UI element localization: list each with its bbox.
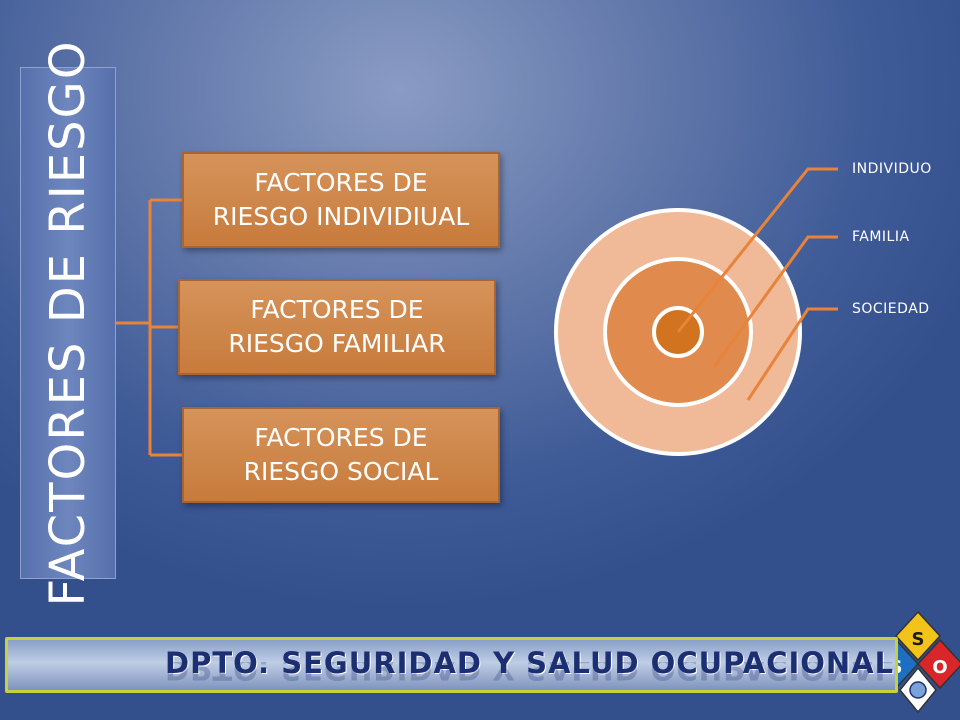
footer-banner — [5, 637, 898, 693]
label-familia: FAMILIA — [852, 229, 910, 245]
box-riesgo-individual: FACTORES DE RIESGO INDIVIDIUAL — [182, 152, 500, 248]
box-riesgo-individual-line1: FACTORES DE — [254, 168, 428, 197]
vertical-title-bar — [20, 67, 116, 579]
callout-lines — [676, 167, 838, 401]
box-riesgo-social: FACTORES DE RIESGO SOCIAL — [182, 407, 500, 503]
footer-title: DPTO. SEGURIDAD Y SALUD OCUPACIONAL — [165, 646, 895, 680]
box-riesgo-familiar-line1: FACTORES DE — [250, 295, 424, 324]
label-individuo: INDIVIDUO — [852, 161, 932, 177]
box-riesgo-familiar-line2: RIESGO FAMILIAR — [228, 329, 446, 358]
box-riesgo-familiar: FACTORES DE RIESGO FAMILIAR — [178, 279, 496, 375]
bracket-connector — [116, 198, 182, 457]
box-riesgo-social-line1: FACTORES DE — [254, 423, 428, 452]
svg-text:S: S — [912, 629, 925, 650]
callout-line-sociedad — [746, 307, 838, 401]
footer-title-reflection: DPTO. SEGURIDAD Y SALUD OCUPACIONAL — [165, 662, 895, 686]
box-riesgo-social-line2: RIESGO SOCIAL — [243, 457, 439, 486]
svg-text:O: O — [932, 657, 947, 678]
box-riesgo-individual-line2: RIESGO INDIVIDIUAL — [212, 202, 470, 231]
callout-line-familia — [712, 235, 838, 368]
label-sociedad: SOCIEDAD — [852, 301, 930, 317]
callout-line-individuo — [676, 167, 838, 333]
